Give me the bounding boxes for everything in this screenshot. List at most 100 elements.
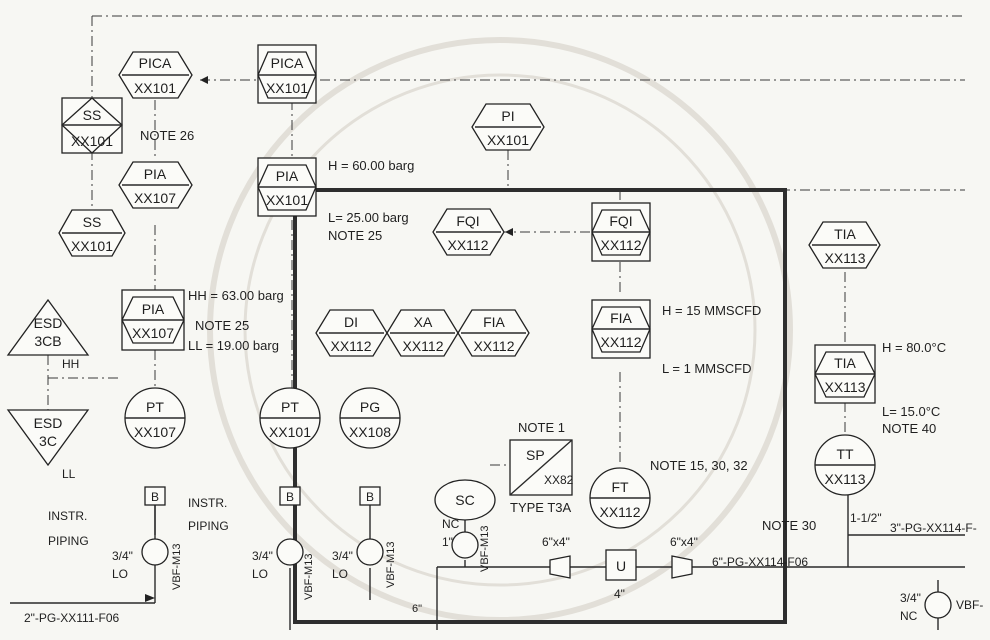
pt1-tag: PT (146, 399, 164, 415)
svg-text:1": 1" (442, 535, 453, 549)
tia-xx113-upper[interactable]: TIA XX113 (808, 221, 881, 269)
tt-xx113[interactable]: TT XX113 (814, 434, 876, 496)
reducer-right-icon (671, 555, 693, 579)
esd1-num: 3CB (34, 333, 61, 349)
b-box-2[interactable]: B (279, 486, 301, 506)
pg-tag: PG (360, 399, 380, 415)
b-box-3[interactable]: B (359, 486, 381, 506)
sp-num: XX82 (544, 473, 574, 487)
fia-xx112-left[interactable]: FIA XX112 (457, 309, 530, 357)
svg-text:1-1/2": 1-1/2" (850, 511, 882, 525)
ft-num: XX112 (600, 504, 641, 520)
svg-text:NOTE 40: NOTE 40 (882, 421, 936, 436)
b-box-1[interactable]: B (144, 486, 166, 506)
pica-xx101-left[interactable]: PICA XX101 (118, 51, 193, 99)
ss-xx101-upper[interactable]: SS XX101 (61, 97, 123, 154)
svg-text:LL: LL (62, 467, 76, 481)
sc-controller[interactable]: SC (434, 479, 496, 521)
pica1-tag: PICA (139, 55, 172, 71)
pi-num: XX101 (487, 132, 529, 148)
svg-text:NC: NC (900, 609, 918, 623)
svg-text:LO: LO (252, 567, 268, 581)
esd-3cb[interactable]: ESD 3CB (6, 298, 90, 356)
pt2-tag: PT (281, 399, 299, 415)
pt1-num: XX107 (134, 424, 176, 440)
di-xx112[interactable]: DI XX112 (315, 309, 388, 357)
arrow-icon (200, 76, 208, 84)
svg-text:INSTR.: INSTR. (188, 496, 227, 510)
svg-text:NOTE 1: NOTE 1 (518, 420, 565, 435)
sp-xx82[interactable]: SP XX82 (509, 439, 574, 496)
pia-xx107-upper[interactable]: PIA XX107 (118, 161, 193, 209)
u-flow-element[interactable]: U (605, 549, 637, 581)
svg-text:NOTE 30: NOTE 30 (762, 518, 816, 533)
pt2-num: XX101 (269, 424, 311, 440)
pt-xx101[interactable]: PT XX101 (259, 387, 321, 449)
pia1-num: XX107 (134, 190, 176, 206)
di-num: XX112 (331, 338, 372, 354)
fqi-xx112-left[interactable]: FQI XX112 (432, 208, 505, 256)
esd2-tag: ESD (34, 415, 63, 431)
valve-5-icon[interactable] (924, 591, 952, 619)
pia-xx101[interactable]: PIA XX101 (257, 157, 317, 217)
notes: NOTE 26 H = 60.00 barg L= 25.00 barg NOT… (62, 128, 946, 533)
pi-xx101[interactable]: PI XX101 (471, 103, 545, 151)
fia2-tag: FIA (610, 310, 632, 326)
svg-text:6"-PG-XX114-F06: 6"-PG-XX114-F06 (712, 555, 808, 569)
xa-tag: XA (414, 314, 433, 330)
sc-tag: SC (455, 492, 474, 508)
svg-text:B: B (366, 490, 374, 504)
valve-3-icon[interactable] (356, 538, 384, 566)
fia1-num: XX112 (474, 338, 515, 354)
svg-text:NC: NC (442, 517, 460, 531)
svg-text:2"-PG-XX111-F06: 2"-PG-XX111-F06 (24, 611, 120, 625)
pica-xx101-right[interactable]: PICA XX101 (257, 44, 317, 104)
fia-xx112-right[interactable]: FIA XX112 (591, 299, 651, 359)
di-tag: DI (344, 314, 358, 330)
fia1-tag: FIA (483, 314, 505, 330)
xa-num: XX112 (403, 338, 444, 354)
ss1-tag: SS (83, 107, 102, 123)
fqi-xx112-right[interactable]: FQI XX112 (591, 202, 651, 262)
pi-tag: PI (501, 108, 514, 124)
arrow-icon (505, 228, 513, 236)
pica2-num: XX101 (266, 80, 308, 96)
xa-xx112[interactable]: XA XX112 (386, 309, 459, 357)
esd1-tag: ESD (34, 315, 63, 331)
svg-text:6"x4": 6"x4" (542, 535, 570, 549)
ft-xx112[interactable]: FT XX112 (589, 467, 651, 529)
svg-text:HH = 63.00 barg: HH = 63.00 barg (188, 288, 284, 303)
ss2-num: XX101 (71, 238, 113, 254)
pica2-tag: PICA (271, 55, 304, 71)
valve-2-icon[interactable] (276, 538, 304, 566)
pia-xx107-lower[interactable]: PIA XX107 (121, 289, 185, 351)
fqi2-num: XX112 (601, 237, 642, 253)
fqi2-tag: FQI (609, 213, 632, 229)
pia1-tag: PIA (144, 166, 167, 182)
pg-xx108[interactable]: PG XX108 (339, 387, 401, 449)
tt-num: XX113 (825, 471, 866, 487)
fia2-num: XX112 (601, 334, 642, 350)
svg-text:NOTE 26: NOTE 26 (140, 128, 194, 143)
svg-text:INSTR.: INSTR. (48, 509, 87, 523)
svg-text:3/4": 3/4" (252, 549, 273, 563)
svg-text:HH: HH (62, 357, 79, 371)
pica1-num: XX101 (134, 80, 176, 96)
svg-text:LL = 19.00 barg: LL = 19.00 barg (188, 338, 279, 353)
tia-xx113-lower[interactable]: TIA XX113 (814, 344, 876, 404)
esd-3c[interactable]: ESD 3C (6, 409, 90, 467)
svg-text:H = 80.0°C: H = 80.0°C (882, 340, 946, 355)
signal-lines (47, 15, 965, 466)
valve-4-icon[interactable] (451, 531, 479, 559)
pt-xx107[interactable]: PT XX107 (124, 387, 186, 449)
pia2-tag: PIA (276, 168, 299, 184)
svg-text:LO: LO (112, 567, 128, 581)
pg-num: XX108 (349, 424, 391, 440)
svg-text:B: B (151, 490, 159, 504)
svg-text:L= 25.00 barg: L= 25.00 barg (328, 210, 409, 225)
pia2-num: XX101 (266, 192, 308, 208)
ss-xx101-lower[interactable]: SS XX101 (58, 209, 126, 257)
valve-1-icon[interactable] (141, 538, 169, 566)
